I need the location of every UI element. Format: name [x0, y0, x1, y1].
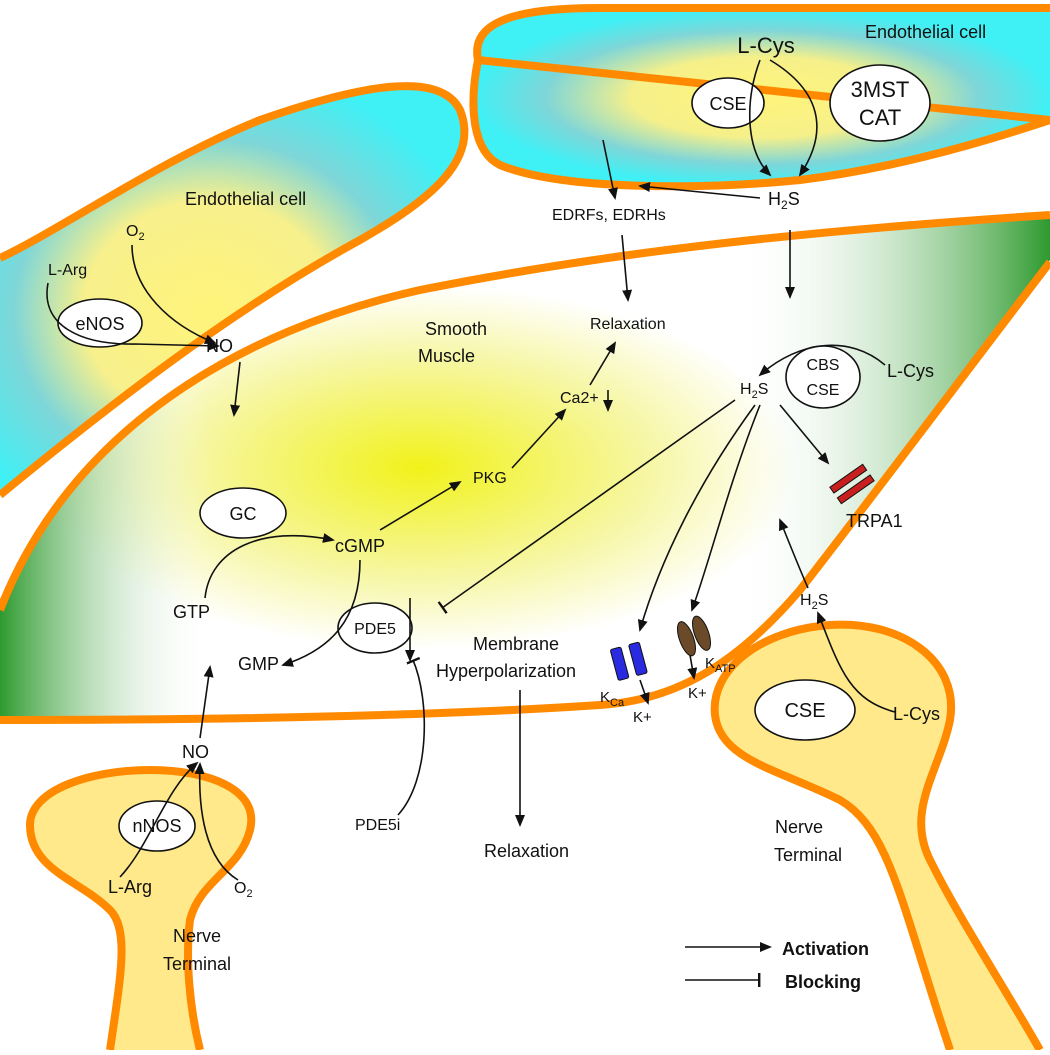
label-relaxation-top: Relaxation — [590, 316, 666, 333]
svg-text:CSE: CSE — [709, 94, 746, 114]
label-pde5i: PDE5i — [355, 817, 400, 834]
arrow-no-gmp — [199, 665, 214, 739]
svg-text:PDE5: PDE5 — [354, 621, 396, 638]
label-o2-top: O2 — [126, 223, 145, 243]
node-cse-top: CSE — [691, 77, 765, 129]
arrow-o2-no — [131, 244, 217, 344]
label-h2s-mid: H2S — [740, 381, 768, 401]
arrow-lcys-3mst-h2s — [769, 59, 818, 177]
label-endothelial-right: Endothelial cell — [865, 22, 986, 42]
svg-text:eNOS: eNOS — [75, 314, 124, 334]
label-lcys-top: L-Cys — [737, 33, 794, 58]
node-nnos: nNOS — [118, 800, 196, 852]
label-katp: KATP — [705, 655, 736, 675]
node-cbs-cse: CBS CSE — [785, 345, 861, 409]
arrow-h2s-edrf — [638, 182, 761, 199]
arrow-h2s-katp — [690, 404, 761, 612]
arrow-lcys-cse-h2s — [748, 59, 772, 177]
label-larg-top: L-Arg — [48, 262, 87, 279]
label-h2s-top: H2S — [768, 189, 800, 212]
arrow-h2s-trpa1 — [779, 404, 830, 465]
arrow-edrf-relaxation — [621, 234, 633, 302]
svg-text:CAT: CAT — [859, 105, 901, 130]
label-smooth-muscle-1: Smooth — [425, 319, 487, 339]
label-cgmp: cGMP — [335, 536, 385, 556]
label-kca: KCa — [600, 689, 625, 709]
label-relaxation-bottom: Relaxation — [484, 841, 569, 861]
label-pkg: PKG — [473, 470, 507, 487]
svg-text:3MST: 3MST — [851, 77, 910, 102]
node-cse-nerve: CSE — [754, 679, 856, 741]
arrow-kca-kplus — [639, 679, 650, 705]
label-smooth-muscle-2: Muscle — [418, 346, 475, 366]
label-trpa1: TRPA1 — [846, 511, 903, 531]
label-lcys-low: L-Cys — [893, 704, 940, 724]
node-pde5: PDE5 — [337, 602, 413, 654]
label-ca2: Ca2+ — [560, 390, 599, 407]
label-no-bottom: NO — [182, 742, 209, 762]
nerve-terminal-right — [710, 620, 1044, 1052]
label-nerve-right-2: Terminal — [774, 845, 842, 865]
label-kplus-2: K+ — [688, 685, 707, 702]
label-kplus-1: K+ — [633, 709, 652, 726]
svg-text:CSE: CSE — [807, 382, 840, 399]
label-nerve-left-2: Terminal — [163, 954, 231, 974]
label-gtp: GTP — [173, 602, 210, 622]
trpa1-channel — [829, 463, 875, 505]
label-nerve-left-1: Nerve — [173, 926, 221, 946]
svg-text:GC: GC — [230, 504, 257, 524]
smooth-muscle-cell — [0, 211, 1050, 724]
node-enos: eNOS — [57, 298, 143, 348]
katp-channel — [676, 615, 712, 657]
arrow-o2-no-bottom — [194, 762, 239, 881]
arrow-cgmp-pkg — [379, 480, 462, 531]
arrow-h2s-trpa1-low — [779, 518, 809, 589]
label-membrane-2: Hyperpolarization — [436, 661, 576, 681]
arrow-lcys-h2s-low — [816, 611, 896, 713]
arrow-pkg-ca — [511, 408, 567, 469]
legend-blocking-label: Blocking — [785, 972, 861, 992]
kca-channel — [610, 641, 648, 681]
nerve-terminal-left — [26, 766, 256, 1051]
label-h2s-low: H2S — [800, 592, 828, 612]
label-lcys-mid: L-Cys — [887, 361, 934, 381]
arrow-larg-no-bottom — [119, 761, 199, 878]
arrow-lcys-h2s-mid — [758, 344, 886, 377]
legend: Activation Blocking — [685, 939, 869, 992]
svg-text:CBS: CBS — [807, 357, 840, 374]
arrow-no-down — [230, 361, 241, 417]
arrow-ca-relaxation — [589, 341, 617, 386]
block-pde5i-pde5 — [397, 656, 426, 816]
label-o2-bottom: O2 — [234, 880, 253, 900]
svg-text:nNOS: nNOS — [132, 816, 181, 836]
arrow-larg-no — [46, 282, 220, 351]
arrow-cgmp-gmp — [281, 559, 361, 667]
label-endothelial-left: Endothelial cell — [185, 189, 306, 209]
pathway-arrows — [46, 59, 896, 881]
arrow-endo-edrf — [602, 139, 618, 200]
arrow-katp-kplus — [687, 654, 698, 680]
label-larg-bottom: L-Arg — [108, 877, 152, 897]
svg-text:CSE: CSE — [784, 700, 825, 722]
node-gc: GC — [199, 487, 287, 539]
arrow-h2s-kca — [637, 404, 756, 632]
label-edrf: EDRFs, EDRHs — [552, 207, 666, 224]
endothelial-cell-left — [0, 82, 469, 499]
arrow-gtp-cgmp — [204, 533, 335, 599]
block-h2s-pde5 — [437, 399, 736, 614]
legend-activation-label: Activation — [782, 939, 869, 959]
node-3mst-cat: 3MST CAT — [829, 64, 931, 142]
label-gmp: GMP — [238, 654, 279, 674]
label-membrane-1: Membrane — [473, 634, 559, 654]
label-nerve-right-1: Nerve — [775, 817, 823, 837]
